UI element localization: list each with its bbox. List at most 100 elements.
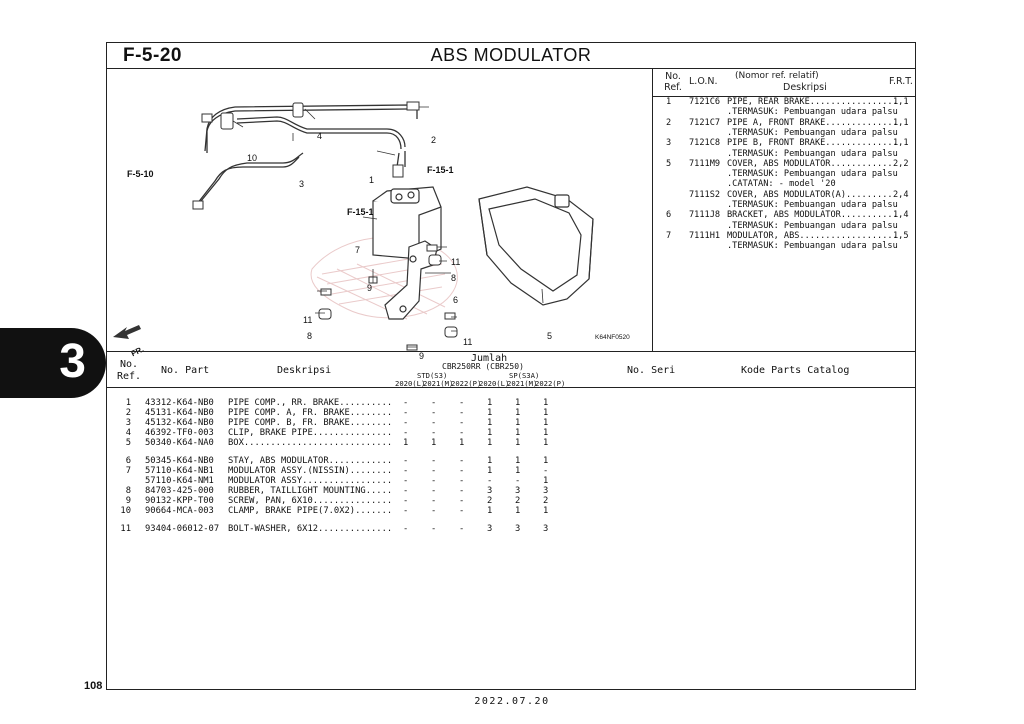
part-cell-desc: BOLT-WASHER, 6X12.............. [228,524,393,534]
reference-cell-lon: 7111M9 [689,158,721,169]
quantity-cell: - [431,496,437,506]
reference-cell-lon: 7121C7 [689,117,721,128]
reference-cell-desc: .CATATAN: - model '20 [727,179,836,190]
header-no-ref: No. Ref. [117,359,142,382]
callout-2: 2 [431,135,437,145]
callout-3: 3 [299,179,305,189]
quantity-cell: - [431,456,437,466]
quantity-cell: 3 [543,524,549,534]
quantity-cell: - [459,408,465,418]
quantity-cell: 1 [543,428,549,438]
part-cell-part: 57110-K64-NM1 [145,476,214,486]
header-year-1: 2020(L) [395,379,426,388]
catalog-page-frame: F-5-20 ABS MODULATOR [106,42,916,690]
part-cell-desc: CLAMP, BRAKE PIPE(7.0X2)....... [228,506,393,516]
reference-cell-desc: .TERMASUK: Pembuangan udara palsu [727,241,898,252]
quantity-cell: 1 [515,456,521,466]
reference-cell-no: 2 [666,117,672,128]
quantity-cell: 1 [487,456,493,466]
part-cell-part: 43312-K64-NB0 [145,398,214,408]
quantity-cell: 3 [487,486,493,496]
reference-cell-desc: PIPE A, FRONT BRAKE.............. [727,117,898,128]
quantity-cell: - [431,476,437,486]
callout-8a: 8 [451,273,457,283]
quantity-cell: - [459,418,465,428]
header-year-3: 2022(P) [451,379,482,388]
reference-cell-desc: .TERMASUK: Pembuangan udara palsu [727,200,898,210]
table-row[interactable]: 57110-K64-NM1 MODULATOR ASSY.............… [107,476,915,486]
part-cell-part: 50340-K64-NA0 [145,438,214,448]
header-year-2: 2021(M) [423,379,454,388]
crossref-f-15-1-b[interactable]: F-15-1 [347,207,374,217]
part-cell-no: 10 [120,506,131,516]
quantity-cell: 3 [487,524,493,534]
quantity-cell: 1 [487,408,493,418]
quantity-cell: 1 [487,418,493,428]
part-cell-desc: MODULATOR ASSY.(NISSIN)........ [228,466,393,476]
quantity-cell: 1 [543,506,549,516]
quantity-cell: 1 [487,428,493,438]
callout-11a: 11 [451,257,461,267]
part-cell-desc: MODULATOR ASSY................. [228,476,393,486]
reference-cell-desc: .TERMASUK: Pembuangan udara palsu [727,107,898,118]
reference-cell-frt: 2,2 [893,158,909,169]
part-cell-part: 93404-06012-07 [145,524,220,534]
quantity-cell: 2 [487,496,493,506]
header-frt: F.R.T. [889,76,913,87]
reference-cell-desc: .TERMASUK: Pembuangan udara palsu [727,148,898,159]
reference-cell-desc: .TERMASUK: Pembuangan udara palsu [727,127,898,138]
abs-modulator-diagram [113,101,594,351]
direction-arrow [113,325,141,339]
reference-cell-no: 1 [666,97,672,107]
quantity-cell: - [515,476,521,486]
crossref-f-15-1-a[interactable]: F-15-1 [427,165,454,175]
reference-cell-desc: PIPE, REAR BRAKE................. [727,97,898,107]
quantity-cell: 1 [515,466,521,476]
quantity-cell: 1 [431,438,437,448]
part-cell-no: 2 [125,408,131,418]
reference-cell-no: 7 [666,230,672,241]
quantity-cell: 2 [543,496,549,506]
crossref-f-5-10[interactable]: F-5-10 [127,169,154,179]
quantity-cell: - [459,398,465,408]
section-ref: F-5-20 [123,45,182,66]
header-jumlah: Jumlah [471,353,508,364]
quantity-cell: - [431,408,437,418]
callout-7: 7 [355,245,361,255]
callout-11b: 11 [303,315,313,325]
quantity-cell: 1 [543,438,549,448]
callout-4: 4 [317,131,323,141]
quantity-cell: - [403,476,409,486]
part-cell-no: 7 [125,466,131,476]
parts-list: No. Ref. No. Part Deskripsi Jumlah CBR25… [107,351,915,689]
callout-5: 5 [547,331,553,341]
part-cell-desc: RUBBER, TAILLIGHT MOUNTING..... [228,486,393,496]
quantity-cell: - [487,476,493,486]
quantity-cell: - [403,524,409,534]
reference-table: No. Ref. L.O.N. (Nomor ref. relatif) Des… [653,69,915,351]
reference-table-header: No. Ref. L.O.N. (Nomor ref. relatif) Des… [653,69,915,97]
reference-cell-lon: 7111S2 [689,189,721,200]
part-cell-no: 6 [125,456,131,466]
quantity-cell: 3 [515,486,521,496]
reference-cell-lon: 7111H1 [689,230,721,241]
parts-list-header: No. Ref. No. Part Deskripsi Jumlah CBR25… [107,352,915,388]
reference-cell-no: 5 [666,158,672,169]
reference-cell-frt: 1,4 [893,210,909,221]
quantity-cell: - [431,486,437,496]
part-cell-desc: PIPE COMP. A, FR. BRAKE........ [228,408,393,418]
reference-cell-frt: 2,4 [893,189,909,200]
quantity-cell: 1 [543,418,549,428]
quantity-cell: - [459,496,465,506]
